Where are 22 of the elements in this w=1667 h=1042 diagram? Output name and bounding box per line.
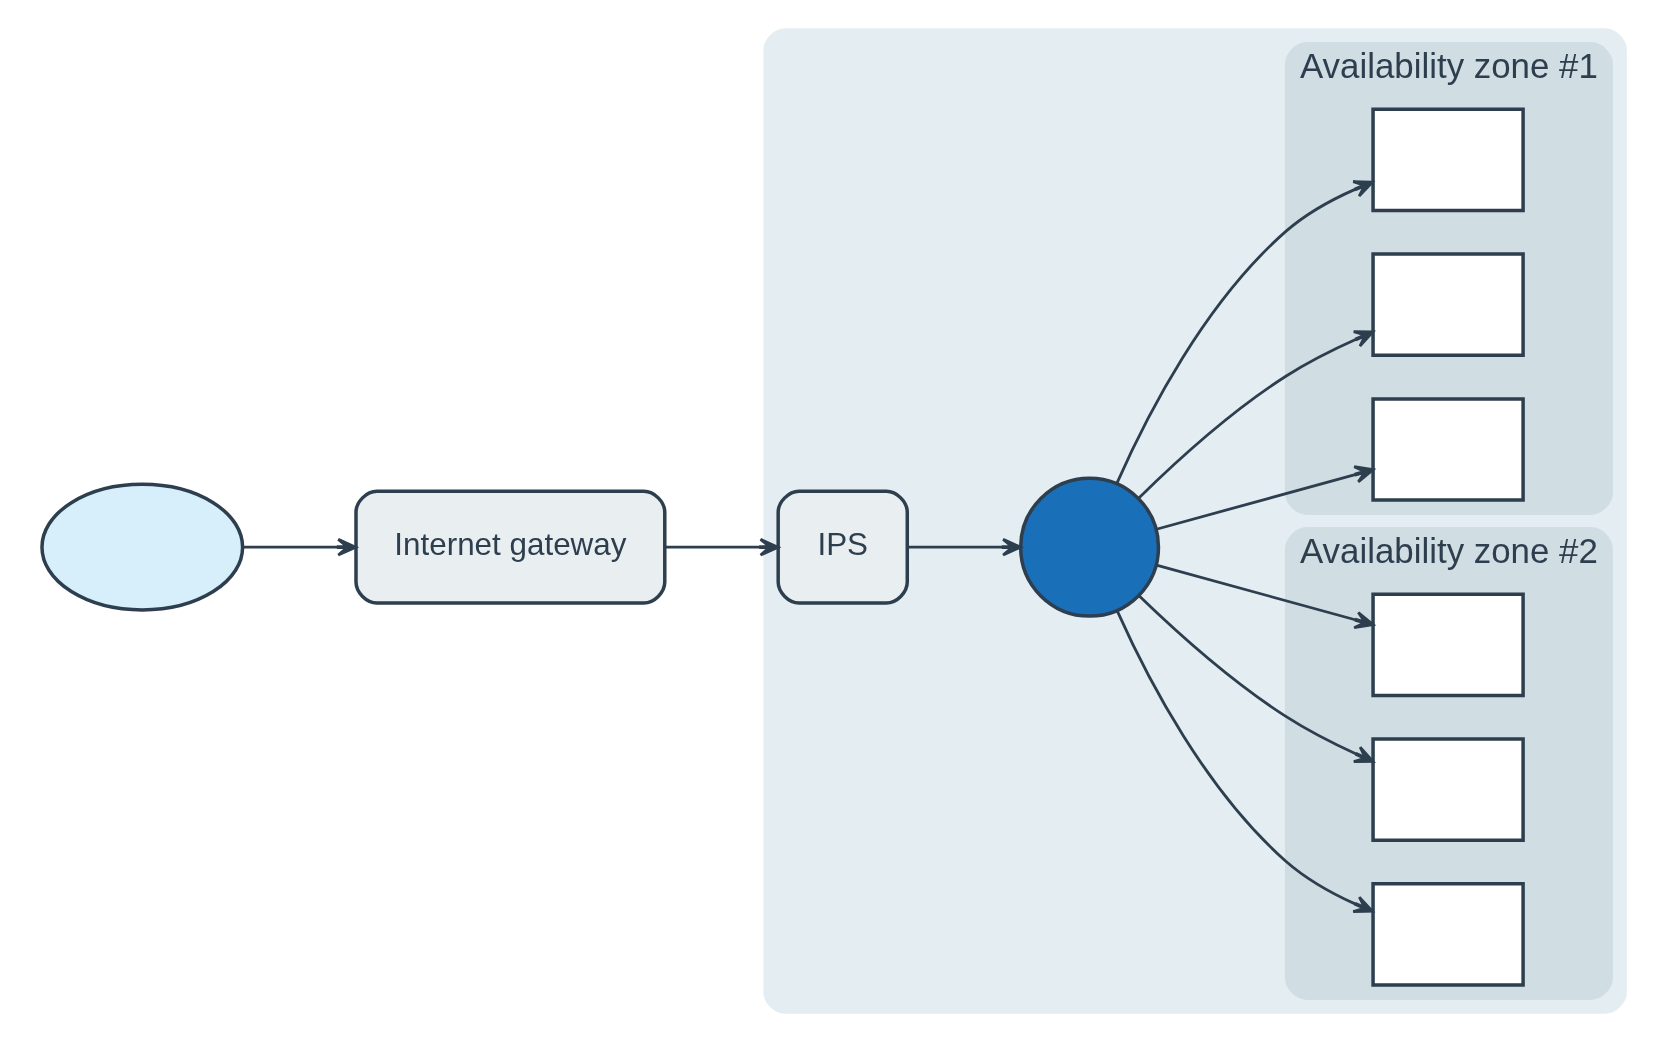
arrow — [1155, 563, 1374, 630]
node-cloud — [39, 482, 244, 612]
node-circle — [1018, 476, 1160, 618]
node-box: Internet gateway — [353, 489, 667, 605]
node-box — [1370, 882, 1525, 987]
node-box — [1370, 737, 1525, 842]
arrow — [1155, 465, 1374, 531]
arrow — [664, 537, 779, 557]
node-box — [1370, 592, 1525, 698]
node-box — [1370, 107, 1525, 213]
node-box: IPS — [775, 489, 909, 605]
cluster: Availability zone #1 — [1284, 42, 1613, 515]
arrow — [907, 537, 1022, 557]
cluster — [762, 28, 1627, 1014]
arrow — [242, 537, 357, 557]
node-box — [1370, 397, 1525, 502]
arrow — [1136, 330, 1374, 500]
node-box — [1370, 252, 1525, 357]
arrow — [1115, 610, 1374, 914]
arrow — [1137, 594, 1374, 763]
cluster: Availability zone #2 — [1284, 527, 1613, 1000]
arrow — [1114, 180, 1374, 485]
